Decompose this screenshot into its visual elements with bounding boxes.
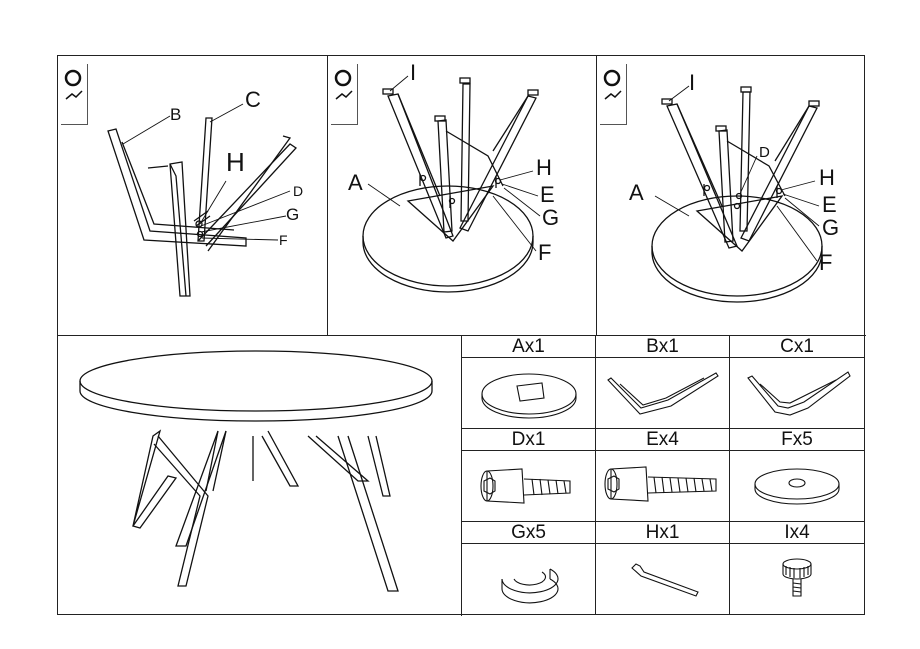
step-2-panel: I A H E G F (328, 56, 597, 336)
leg-frame-b-icon (607, 372, 719, 415)
bolt-short-icon (480, 468, 571, 504)
callout-e: E (822, 192, 837, 217)
part-e-label: Ex4 (596, 429, 729, 451)
flat-washer-icon (754, 468, 840, 505)
callout-e: E (540, 182, 555, 207)
part-h: Hx1 (596, 522, 730, 615)
callout-f: F (819, 250, 833, 275)
part-h-label: Hx1 (596, 522, 729, 544)
step-3-panel: I D A H E G F (597, 56, 866, 336)
leg-frame-c-icon (747, 371, 851, 416)
callout-a: A (629, 180, 644, 205)
part-e: Ex4 (596, 429, 730, 522)
callout-f: F (279, 232, 288, 248)
step-2-rotate-hint (331, 64, 358, 125)
step-3-rotate-hint (600, 64, 627, 125)
callout-g: G (822, 215, 840, 240)
part-b: Bx1 (596, 336, 730, 429)
finished-table-panel (58, 336, 462, 616)
assembly-sheet: B C H D G F (57, 55, 866, 616)
part-c: Cx1 (730, 336, 864, 429)
rotate-icon (334, 69, 353, 100)
part-i: Ix4 (730, 522, 864, 615)
part-a: Ax1 (462, 336, 596, 429)
part-c-label: Cx1 (730, 336, 864, 358)
callout-i: I (410, 60, 417, 85)
part-f-label: Fx5 (730, 429, 864, 451)
step-2-drawing (362, 75, 541, 293)
parts-list: Ax1 Bx1 Cx1 (462, 336, 866, 616)
callout-a: A (348, 170, 363, 195)
rotate-icon (603, 69, 622, 100)
callout-f: F (538, 240, 552, 265)
callout-c: C (245, 87, 261, 112)
callout-g: G (286, 205, 300, 224)
finished-table-drawing (79, 350, 433, 592)
part-f: Fx5 (730, 429, 864, 522)
step-1-drawing (107, 103, 297, 297)
step-1-panel: B C H D G F (58, 56, 328, 336)
part-b-label: Bx1 (596, 336, 729, 358)
callout-b: B (170, 105, 182, 124)
callout-d: D (293, 183, 304, 199)
allen-key-icon (631, 563, 699, 597)
part-g-label: Gx5 (462, 522, 595, 544)
part-d-label: Dx1 (462, 429, 595, 451)
spring-washer-icon (501, 568, 559, 604)
rotate-icon (64, 69, 83, 100)
callout-g: G (542, 205, 560, 230)
part-d: Dx1 (462, 429, 596, 522)
callout-d: D (759, 144, 770, 161)
step-1-rotate-hint (61, 64, 88, 125)
part-a-label: Ax1 (462, 336, 595, 358)
bolt-long-icon (604, 466, 717, 502)
tabletop-icon (481, 373, 577, 419)
levelling-foot-icon (782, 558, 812, 597)
part-g: Gx5 (462, 522, 596, 615)
callout-h: H (226, 147, 245, 177)
leader-b (122, 115, 171, 145)
callout-i: I (689, 70, 696, 95)
callout-h: H (536, 155, 552, 180)
callout-h: H (819, 165, 835, 190)
part-i-label: Ix4 (730, 522, 864, 544)
step-3-drawing (651, 85, 823, 303)
